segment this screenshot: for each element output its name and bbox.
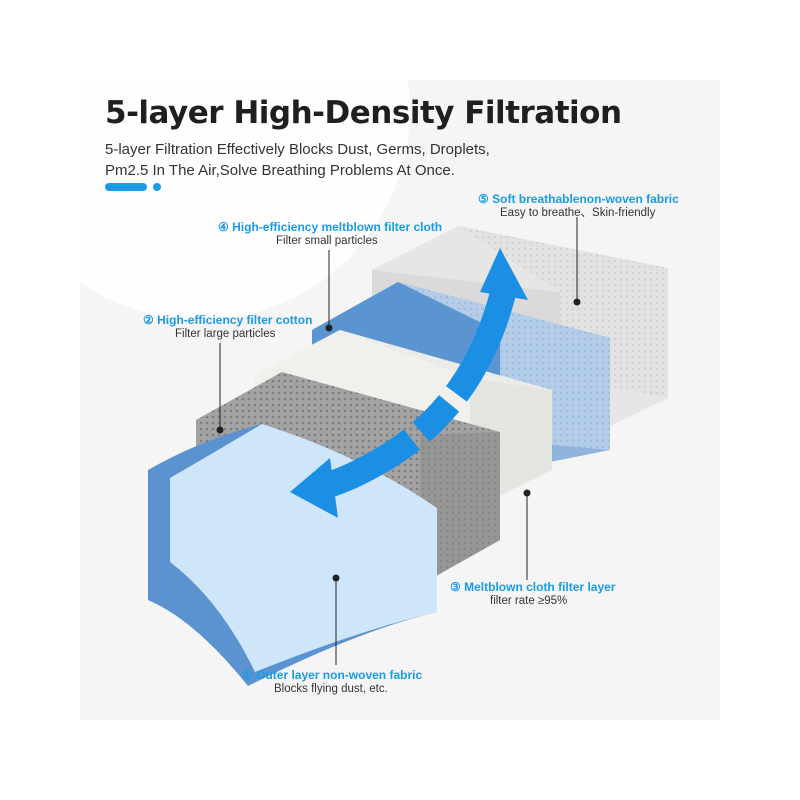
- layer-5-number: ⑤: [478, 192, 489, 206]
- layer-4-desc: Filter small particles: [276, 235, 378, 247]
- layer-5-name: Soft breathablenon-woven fabric: [492, 192, 679, 206]
- page-subtitle: 5-layer Filtration Effectively Blocks Du…: [105, 139, 525, 181]
- layer-1-number: ①: [242, 668, 253, 682]
- layer-1-outer-fabric: [148, 424, 437, 686]
- accent-bar: [105, 183, 147, 191]
- label-layer-5: ⑤ Soft breathablenon-woven fabric Easy t…: [478, 192, 679, 220]
- layer-3-desc: filter rate ≥95%: [490, 595, 568, 607]
- layer-2-desc: Filter large particles: [175, 328, 276, 340]
- layer-4-number: ④: [218, 220, 229, 234]
- label-layer-1: ① Outer layer non-woven fabric Blocks fl…: [242, 668, 422, 696]
- decor-circle: [0, 0, 410, 320]
- layer-3-number: ③: [450, 580, 461, 594]
- layer-3-name: Meltblown cloth filter layer: [464, 580, 616, 594]
- leader-lines: [216, 217, 581, 665]
- layer-2-number: ②: [143, 313, 154, 327]
- subtitle-line-1: 5-layer Filtration Effectively Blocks Du…: [105, 141, 490, 158]
- page-title: 5-layer High-Density Filtration: [105, 95, 622, 131]
- layer-1-desc: Blocks flying dust, etc.: [274, 683, 388, 695]
- layer-1-name: Outer layer non-woven fabric: [256, 668, 423, 682]
- accent-dot: [153, 183, 161, 191]
- layer-2-name: High-efficiency filter cotton: [157, 313, 313, 327]
- subtitle-line-2: Pm2.5 In The Air,Solve Breathing Problem…: [105, 162, 455, 179]
- label-layer-2: ② High-efficiency filter cotton Filter l…: [143, 313, 312, 341]
- airflow-arrow: [290, 248, 528, 518]
- layer-4-name: High-efficiency meltblown filter cloth: [232, 220, 443, 234]
- layer-5-desc: Easy to breathe、Skin-friendly: [500, 207, 656, 219]
- label-layer-4: ④ High-efficiency meltblown filter cloth…: [218, 220, 442, 248]
- label-layer-3: ③ Meltblown cloth filter layer filter ra…: [450, 580, 615, 608]
